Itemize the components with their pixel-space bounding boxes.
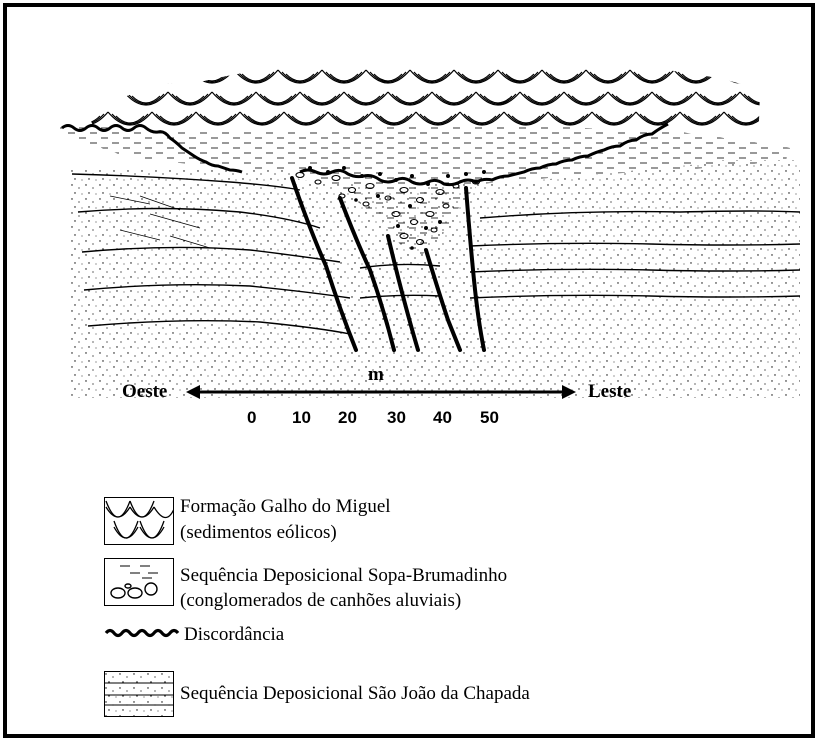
legend-swatch-arcs (104, 497, 174, 545)
scale-tick: 10 (292, 408, 311, 428)
legend-label-sao-joao: Sequência Deposicional São João da Chapa… (180, 683, 530, 705)
scale-tick: 40 (433, 408, 452, 428)
legend-label-sopa-line2: (conglomerados de canhões aluviais) (180, 590, 461, 612)
east-label: Leste (588, 381, 631, 403)
legend-swatch-conglomerate (104, 558, 174, 606)
legend-swatch-stippled (104, 671, 174, 717)
legend-label-galho-line1: Formação Galho do Miguel (180, 496, 391, 518)
scale-unit-label: m (368, 364, 384, 386)
scale-tick: 0 (247, 408, 256, 428)
scale-tick: 30 (387, 408, 406, 428)
scale-tick: 50 (480, 408, 499, 428)
legend-swatch-unconformity (104, 624, 180, 640)
scale-tick: 20 (338, 408, 357, 428)
legend-label-galho-line2: (sedimentos eólicos) (180, 522, 337, 544)
west-label: Oeste (122, 381, 167, 403)
legend-label-sopa-line1: Sequência Deposicional Sopa-Brumadinho (180, 565, 507, 587)
legend-label-discordancia: Discordância (184, 624, 284, 646)
